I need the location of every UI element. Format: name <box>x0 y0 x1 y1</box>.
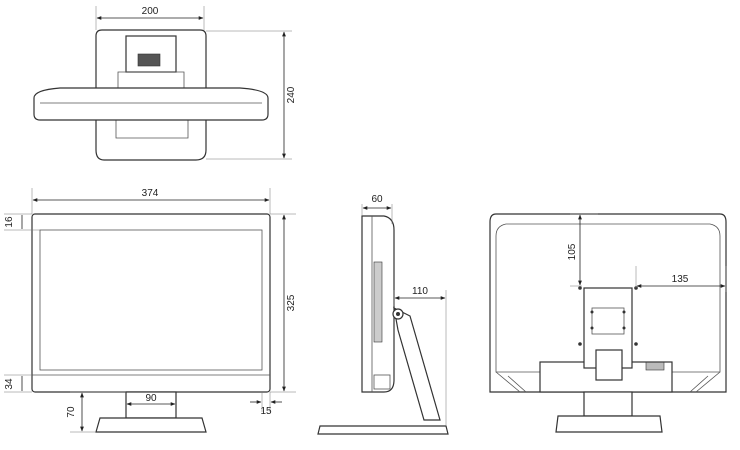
rear-view-stand-neck <box>583 391 633 417</box>
side-view-stand-arm <box>393 306 441 421</box>
dim-label-front-bottom-bezel: 34 <box>4 378 15 390</box>
top-view: 200 240 <box>33 6 297 161</box>
side-view: 60 110 <box>317 194 449 435</box>
side-view-stand-base <box>317 425 449 435</box>
top-view-base-inner <box>115 120 189 139</box>
front-view: 374 16 34 325 70 90 15 <box>4 188 297 433</box>
dim-label-top-width: 200 <box>142 6 159 17</box>
rear-view-ports <box>645 361 665 371</box>
dim-label-rear-horizontal: 135 <box>672 274 689 285</box>
dim-label-stand-width: 90 <box>145 393 157 404</box>
dim-label-front-width: 374 <box>142 188 159 199</box>
dim-label-side-offset: 15 <box>260 406 272 417</box>
dim-label-front-height: 325 <box>286 294 297 311</box>
dim-label-front-top-bezel: 16 <box>4 216 15 228</box>
rear-view: 105 135 <box>489 213 727 433</box>
top-view-hinge-clip <box>137 53 161 67</box>
dim-label-rear-vertical: 105 <box>567 243 578 260</box>
dim-label-side-depth: 60 <box>371 194 383 205</box>
rear-view-stand-base <box>555 415 663 433</box>
front-view-bezel <box>31 213 271 393</box>
top-view-monitor-body <box>33 87 269 121</box>
rear-view-hinge-cover <box>595 349 623 381</box>
dim-label-stand-height: 70 <box>66 406 77 418</box>
dim-label-top-depth: 240 <box>286 86 297 103</box>
front-view-stand-base <box>95 417 207 433</box>
dim-label-stand-depth: 110 <box>412 286 428 297</box>
front-view-screen <box>39 229 263 371</box>
side-view-monitor-body <box>361 215 395 393</box>
